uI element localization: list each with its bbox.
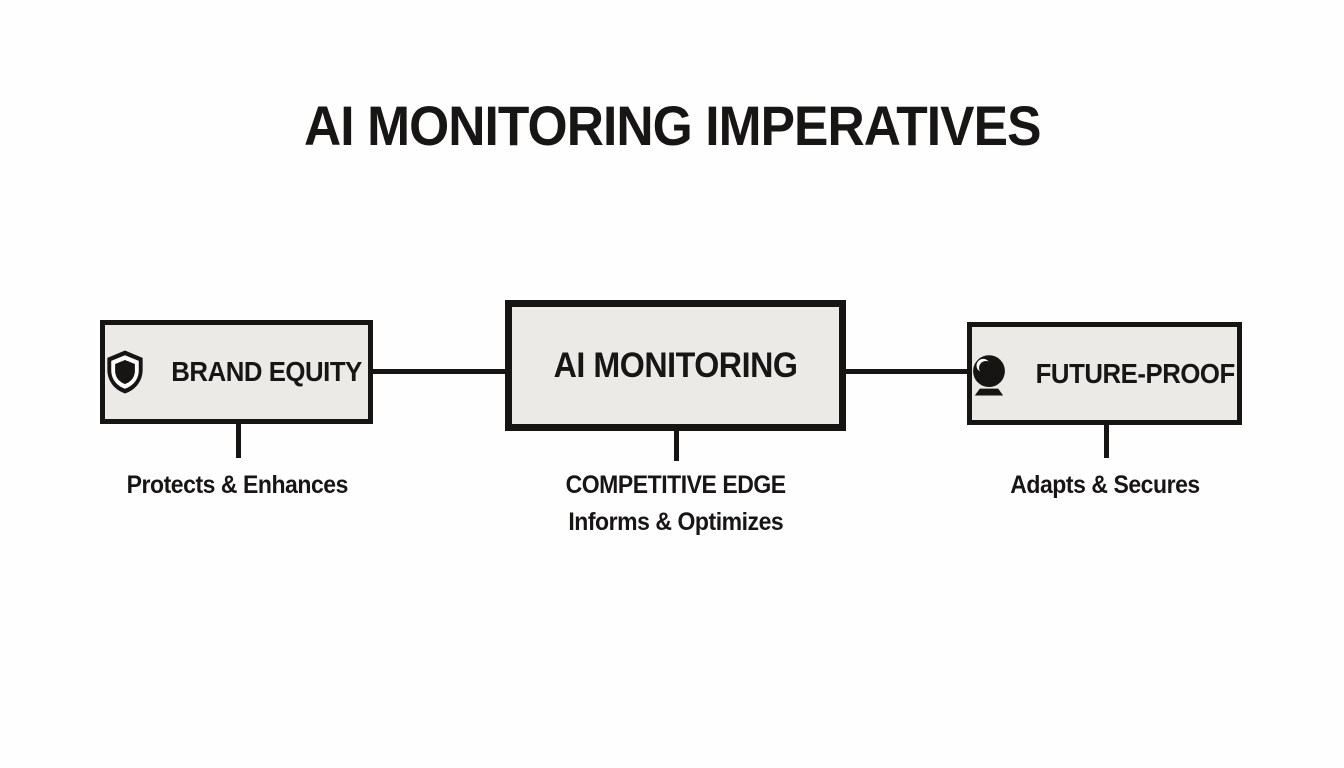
sublabel-competitive-edge: COMPETITIVE EDGE	[565, 471, 786, 499]
page-title-text: AI MONITORING IMPERATIVES	[303, 94, 1041, 157]
node-ai-monitoring-label: AI MONITORING	[553, 345, 798, 385]
connector-brand-to-center	[371, 369, 507, 374]
page-title: AI MONITORING IMPERATIVES	[0, 93, 1344, 158]
node-ai-monitoring: AI MONITORING	[505, 300, 846, 431]
shield-icon	[102, 349, 148, 395]
sublabel-brand-equity: Protects & Enhances	[126, 471, 348, 499]
node-future-proof: FUTURE-PROOF	[967, 322, 1242, 425]
connector-future-sublabel	[1104, 424, 1109, 458]
sublabel-future-proof: Adapts & Secures	[1010, 471, 1200, 499]
sublabel-informs-optimizes: Informs & Optimizes	[568, 508, 783, 536]
connector-brand-sublabel	[236, 423, 241, 458]
node-brand-equity-label: BRAND EQUITY	[171, 356, 363, 387]
connector-center-sublabel	[674, 430, 679, 461]
node-future-proof-label: FUTURE-PROOF	[1035, 357, 1235, 389]
crystal-ball-icon	[966, 351, 1012, 397]
node-brand-equity: BRAND EQUITY	[100, 320, 373, 424]
connector-center-to-future	[844, 369, 969, 374]
